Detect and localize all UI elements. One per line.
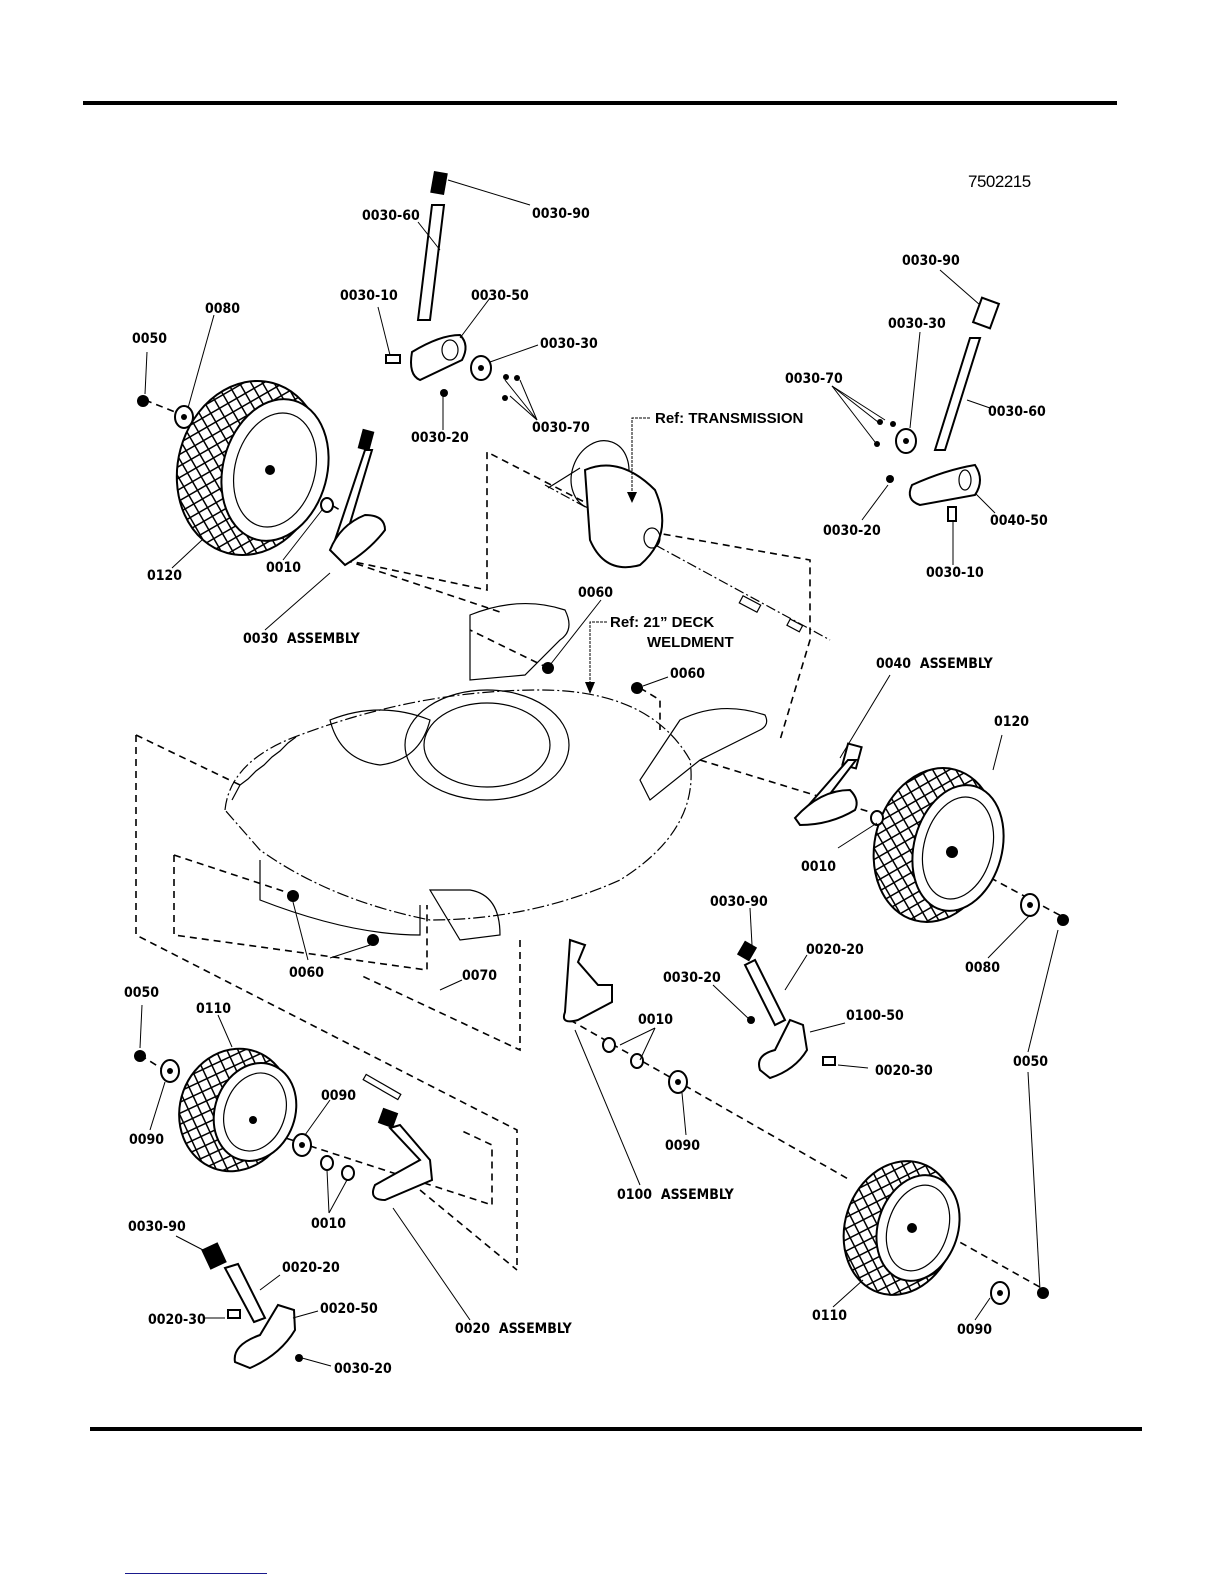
callout-0030-60: 0030-60	[362, 208, 420, 224]
callout-0110: 0110	[196, 1001, 231, 1017]
footer-link[interactable]	[125, 1573, 267, 1574]
callout-0030-10: 0030-10	[340, 288, 398, 304]
deck-weldment	[224, 603, 768, 941]
callout-0030-70: 0030-70	[785, 371, 843, 387]
callout-0060: 0060	[289, 965, 324, 981]
assembly-0020-label: 0020 ASSEMBLY	[455, 1321, 573, 1337]
callout-0080: 0080	[205, 301, 240, 317]
callout-0030-30: 0030-30	[540, 336, 598, 352]
callout-0090: 0090	[957, 1322, 992, 1338]
callout-0060: 0060	[578, 585, 613, 601]
callout-0020-20: 0020-20	[806, 942, 864, 958]
callout-0050: 0050	[132, 331, 167, 347]
callout-0120: 0120	[147, 568, 182, 584]
callout-labels: Ref: TRANSMISSION Ref: 21” DECK WELDMENT…	[124, 206, 1048, 1377]
callout-0020-30: 0020-30	[148, 1312, 206, 1328]
callout-0090: 0090	[665, 1138, 700, 1154]
ref-transmission-label: Ref: TRANSMISSION	[655, 410, 803, 427]
header-rule	[83, 101, 1117, 105]
callout-0030-20: 0030-20	[334, 1361, 392, 1377]
callout-0030-60: 0030-60	[988, 404, 1046, 420]
callout-0030-30: 0030-30	[888, 316, 946, 332]
callout-0010: 0010	[638, 1012, 673, 1028]
hardware	[134, 354, 1069, 1362]
wheel-right-rear	[872, 767, 1005, 923]
transmission-part	[547, 440, 664, 569]
callout-0030-90: 0030-90	[532, 206, 590, 222]
ref-deck-label-line1: Ref: 21” DECK	[610, 614, 714, 631]
assembly-0040-label: 0040 ASSEMBLY	[876, 656, 994, 672]
callout-0030-70: 0030-70	[532, 420, 590, 436]
callout-0030-90: 0030-90	[710, 894, 768, 910]
callout-0080: 0080	[965, 960, 1000, 976]
callout-0020-20: 0020-20	[282, 1260, 340, 1276]
callout-0020-30: 0020-30	[875, 1063, 933, 1079]
wheel-left-rear	[175, 379, 330, 557]
callout-0100-50: 0100-50	[846, 1008, 904, 1024]
leader-lines	[139, 179, 1059, 1367]
callout-0030-10: 0030-10	[926, 565, 984, 581]
callout-0030-20: 0030-20	[823, 523, 881, 539]
callout-0030-20: 0030-20	[411, 430, 469, 446]
ref-deck-label-line2: WELDMENT	[647, 634, 734, 651]
callout-0090: 0090	[129, 1132, 164, 1148]
wheel-right-front	[842, 1160, 961, 1296]
callout-0050: 0050	[124, 985, 159, 1001]
callout-0060: 0060	[670, 666, 705, 682]
callout-0030-90: 0030-90	[128, 1219, 186, 1235]
callout-0030-50: 0030-50	[471, 288, 529, 304]
callout-0020-50: 0020-50	[320, 1301, 378, 1317]
callout-0090: 0090	[321, 1088, 356, 1104]
callout-0070: 0070	[462, 968, 497, 984]
callout-0010: 0010	[311, 1216, 346, 1232]
wheel-left-front	[178, 1047, 298, 1173]
callout-0050: 0050	[1013, 1054, 1048, 1070]
footer-rule	[90, 1427, 1142, 1431]
callout-0030-20: 0030-20	[663, 970, 721, 986]
drawing-number: 7502215	[968, 172, 1031, 191]
assembly-0030-label: 0030 ASSEMBLY	[243, 631, 361, 647]
callout-0040-50: 0040-50	[990, 513, 1048, 529]
callout-0110: 0110	[812, 1308, 847, 1324]
height-adjust-levers	[201, 170, 1001, 1370]
callout-0120: 0120	[994, 714, 1029, 730]
callout-0030-90: 0030-90	[902, 253, 960, 269]
callout-0010: 0010	[266, 560, 301, 576]
assembly-0100-label: 0100 ASSEMBLY	[617, 1187, 735, 1203]
callout-0010: 0010	[801, 859, 836, 875]
